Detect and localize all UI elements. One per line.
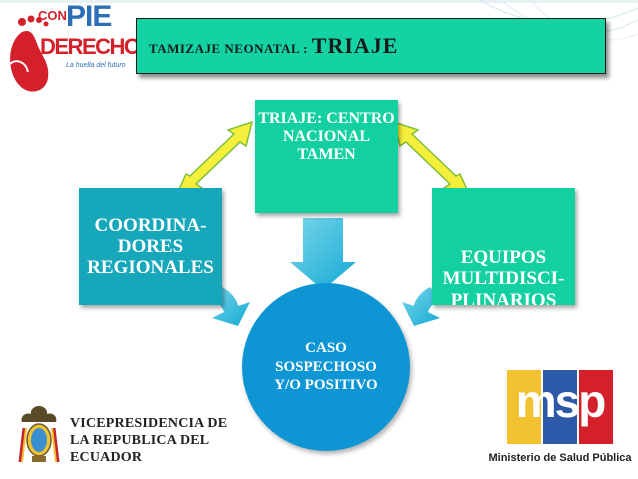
node-triaje-centro-nacional: TRIAJE: CENTRO NACIONAL TAMEN xyxy=(255,100,398,213)
msp-mark-icon xyxy=(499,366,621,446)
title-banner: TAMIZAJE NEONATAL : TRIAJE xyxy=(136,18,606,74)
node-caso-label: CASO SOSPECHOSO Y/O POSITIVO xyxy=(274,339,378,394)
msp-mark-text: msp xyxy=(515,375,607,427)
logo-text-con: CON xyxy=(38,8,67,23)
vice-line-1: VICEPRESIDENCIA DE xyxy=(70,416,228,431)
vicepresidencia-logo: VICEPRESIDENCIA DE LA REPUBLICA DEL ECUA… xyxy=(14,402,264,470)
node-equipos-label: EQUIPOS MULTIDISCI-PLINARIOS xyxy=(442,247,565,305)
double-arrow-top-right xyxy=(392,120,472,198)
ecuador-coat-of-arms-icon xyxy=(18,406,60,463)
vicepresidencia-text: VICEPRESIDENCIA DE LA REPUBLICA DEL ECUA… xyxy=(70,416,264,466)
con-pie-derecho-logo: CON PIE DERECHO La huella del futuro xyxy=(2,0,142,98)
page-title: TAMIZAJE NEONATAL : TRIAJE xyxy=(149,33,398,59)
logo-text-pie: PIE xyxy=(66,0,112,33)
msp-caption: Ministerio de Salud Pública xyxy=(488,452,632,464)
title-main: TRIAJE xyxy=(311,33,399,58)
node-triaje-label: TRIAJE: CENTRO NACIONAL TAMEN xyxy=(258,110,395,163)
node-coordinadores-label: COORDINA-DORES REGIONALES xyxy=(87,214,214,279)
vice-line-2: LA REPUBLICA DEL ECUADOR xyxy=(70,432,209,465)
logo-text-derecho: DERECHO xyxy=(40,34,141,59)
node-coordinadores-regionales: COORDINA-DORES REGIONALES xyxy=(79,188,222,305)
title-prefix: TAMIZAJE NEONATAL : xyxy=(149,41,312,56)
logo-tagline: La huella del futuro xyxy=(66,62,126,69)
arrow-top-to-center xyxy=(290,218,356,290)
top-decor-band xyxy=(0,0,638,3)
node-caso-sospechoso: CASO SOSPECHOSO Y/O POSITIVO xyxy=(242,283,410,451)
ministerio-salud-logo: msp Ministerio de Salud Pública xyxy=(485,362,635,474)
node-equipos-multidisciplinarios: EQUIPOS MULTIDISCI-PLINARIOS xyxy=(432,188,575,305)
double-arrow-left-top xyxy=(174,120,254,198)
logo-footprint-icon xyxy=(9,15,49,92)
